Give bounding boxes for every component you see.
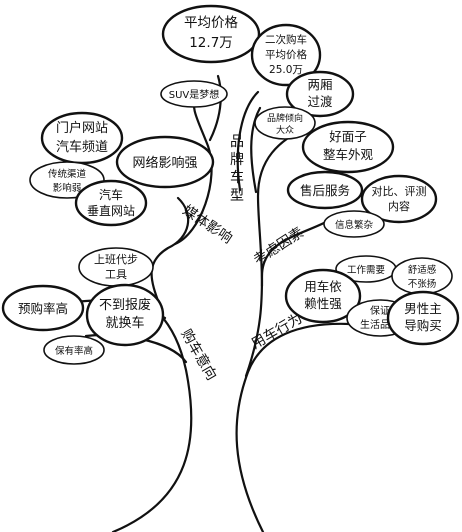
label-brand-model-char: 型: [230, 188, 244, 204]
bubble-used-car-avg-price: 二次购车 平均价格 25.0万: [250, 23, 322, 87]
svg-text:传统渠道: 传统渠道: [48, 168, 87, 180]
label-brand-model: 品 牌 车 型: [230, 134, 244, 204]
bubble-compare-reviews: 对比、评测 内容: [360, 174, 438, 224]
bubble-purchase-rate-high: 预购率高: [1, 284, 85, 332]
bubble-avg-price-line1: 平均价格: [184, 15, 238, 31]
svg-text:预购率高: 预购率高: [18, 301, 68, 316]
bubble-info-overload: 信息繁杂: [323, 210, 385, 238]
svg-text:好面子: 好面子: [329, 129, 367, 144]
svg-text:二次购车: 二次购车: [265, 33, 307, 46]
svg-text:25.0万: 25.0万: [269, 64, 303, 76]
svg-text:用车依: 用车依: [304, 279, 342, 294]
svg-text:汽车: 汽车: [99, 187, 123, 202]
bubble-good-looks: 好面子 整车外观: [301, 120, 395, 174]
bubble-suv-dream: SUV是梦想: [160, 80, 228, 108]
svg-text:SUV是梦想: SUV是梦想: [169, 88, 220, 101]
bubble-brand-tendency: 品牌倾向 大众: [254, 106, 316, 140]
bubble-two-box-outdated: 两厢 过渡: [285, 70, 355, 118]
bubble-comfort-low-key: 舒适感 不张扬: [391, 257, 453, 295]
svg-text:就换车: 就换车: [105, 315, 144, 331]
svg-text:不到报废: 不到报废: [99, 297, 151, 313]
svg-text:影响弱: 影响弱: [53, 182, 82, 194]
bubble-portal-sites: 门户网站 汽车频道: [40, 111, 124, 165]
svg-text:平均价格: 平均价格: [265, 48, 307, 61]
svg-text:导购买: 导购买: [404, 318, 442, 333]
label-purchase-intent: 购车意向: [178, 326, 221, 383]
svg-text:大众: 大众: [276, 124, 294, 136]
svg-text:网络影响强: 网络影响强: [132, 155, 197, 171]
bubble-male-led-purchase: 男性主 导购买: [386, 290, 460, 346]
svg-text:内容: 内容: [388, 199, 410, 213]
bubble-network-influence: 网络影响强: [115, 135, 215, 189]
svg-text:品牌倾向: 品牌倾向: [267, 112, 303, 124]
label-brand-model-char: 品: [230, 134, 244, 150]
svg-text:男性主: 男性主: [404, 301, 442, 316]
svg-text:对比、评测: 对比、评测: [372, 184, 427, 198]
label-usage-behavior: 用车行为: [248, 310, 305, 353]
bubble-work-needs: 工作需要: [335, 255, 397, 283]
svg-text:门户网站: 门户网站: [56, 120, 108, 136]
svg-text:两厢: 两厢: [307, 77, 332, 92]
svg-text:保有率高: 保有率高: [55, 345, 93, 357]
svg-text:赖性强: 赖性强: [304, 296, 342, 311]
svg-text:过渡: 过渡: [307, 94, 333, 109]
bubble-avg-price: 平均价格 12.7万: [161, 4, 261, 64]
label-brand-model-char: 车: [230, 169, 244, 186]
svg-text:工作需要: 工作需要: [347, 264, 385, 276]
svg-text:保证: 保证: [370, 304, 390, 317]
bubble-car-dependency: 用车依 赖性强: [284, 268, 362, 324]
svg-text:汽车频道: 汽车频道: [56, 139, 108, 155]
bubble-replace-before-scrap: 不到报废 就换车: [85, 283, 165, 347]
svg-text:垂直网站: 垂直网站: [87, 204, 135, 218]
svg-text:工具: 工具: [105, 268, 127, 281]
svg-text:不张扬: 不张扬: [408, 278, 437, 290]
bubble-commute-tool: 上班代步 工具: [78, 247, 154, 287]
svg-text:舒适感: 舒适感: [408, 264, 437, 276]
bubble-auto-vertical-sites: 汽车 垂直网站: [74, 179, 148, 227]
bubble-ownership-rate-high: 保有率高: [43, 335, 105, 365]
bubble-avg-price-line2: 12.7万: [189, 35, 233, 51]
svg-text:上班代步: 上班代步: [94, 253, 138, 266]
svg-text:信息繁杂: 信息繁杂: [335, 219, 374, 231]
svg-text:整车外观: 整车外观: [323, 147, 374, 162]
label-brand-model-char: 牌: [230, 151, 244, 168]
bubble-after-sales: 售后服务: [286, 170, 364, 210]
svg-text:售后服务: 售后服务: [300, 183, 350, 198]
